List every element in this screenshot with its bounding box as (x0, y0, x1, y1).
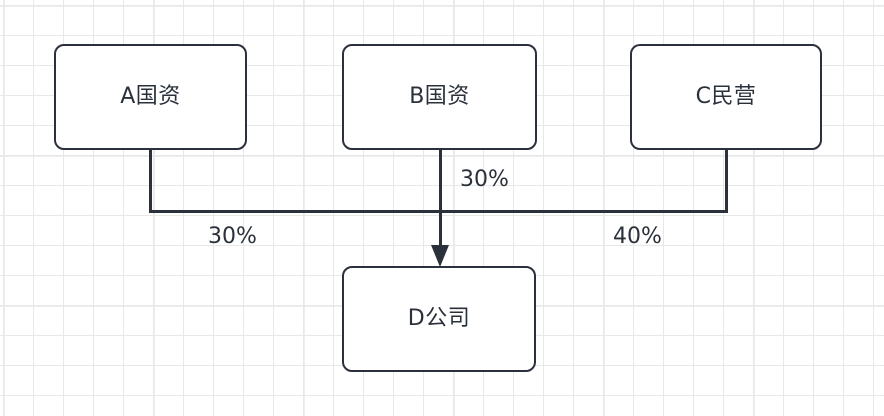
node-d-company[interactable]: D公司 (342, 266, 536, 372)
node-b-shareholder[interactable]: B国资 (342, 44, 537, 150)
node-a-shareholder[interactable]: A国资 (54, 44, 247, 150)
edge-a-to-d-vertical (149, 148, 152, 213)
node-c-shareholder[interactable]: C民营 (630, 44, 822, 150)
edge-b-to-d-vertical (439, 148, 442, 248)
edge-label-c-percent: 40% (613, 224, 662, 249)
node-a-label: A国资 (120, 84, 181, 109)
node-c-label: C民营 (695, 84, 757, 109)
edge-c-to-d-horizontal (439, 210, 728, 213)
edge-label-a-percent: 30% (208, 224, 257, 249)
arrowhead-icon (431, 245, 449, 267)
node-b-label: B国资 (409, 84, 470, 109)
edge-label-b-percent: 30% (460, 167, 509, 192)
node-d-label: D公司 (407, 306, 471, 331)
edge-a-to-d-horizontal (149, 210, 441, 213)
edge-c-to-d-vertical (725, 148, 728, 213)
